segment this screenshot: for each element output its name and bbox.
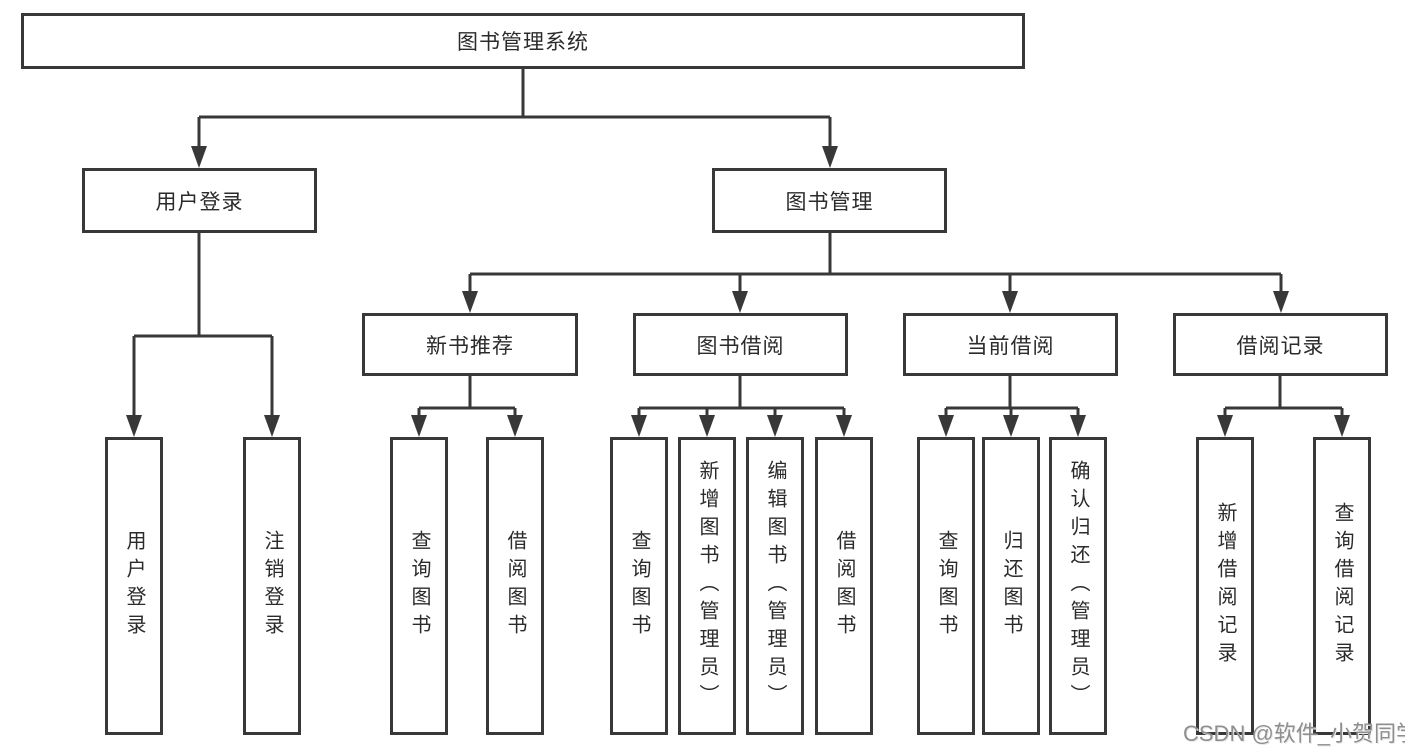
node-current-borrowing: 当前借阅 <box>903 313 1118 376</box>
node-label: 借阅记录 <box>1236 334 1325 358</box>
node-label: 图书借阅 <box>696 334 785 358</box>
connector-userlogin-to-leaves <box>126 233 280 437</box>
csdn-watermark: CSDN @软件_小贺同学 <box>1183 721 1405 746</box>
connector-records-to-leaves <box>1217 376 1350 437</box>
leaf-label: 编辑图书（管理员） <box>764 460 786 712</box>
leaf-borrowing-query-books: 查询图书 <box>610 437 668 735</box>
node-label: 新书推荐 <box>426 334 514 358</box>
node-new-book-recommend: 新书推荐 <box>362 313 578 376</box>
connector-borrowing-to-leaves <box>631 376 852 437</box>
leaf-user-login: 用户登录 <box>105 437 163 735</box>
node-root-library-system: 图书管理系统 <box>21 13 1025 69</box>
node-borrowing-records: 借阅记录 <box>1173 313 1388 376</box>
leaf-borrowing-borrow-books: 借阅图书 <box>815 437 873 735</box>
node-label: 图书管理 <box>785 190 874 214</box>
leaf-label: 查询图书 <box>408 530 430 642</box>
leaf-current-return-books: 归还图书 <box>982 437 1040 735</box>
node-book-management: 图书管理 <box>712 168 947 233</box>
node-book-borrowing: 图书借阅 <box>633 313 848 376</box>
leaf-label: 确认归还（管理员） <box>1067 460 1089 712</box>
leaf-label: 归还图书 <box>1000 530 1022 642</box>
leaf-newbook-borrow-books: 借阅图书 <box>486 437 544 735</box>
leaf-label: 查询图书 <box>628 530 650 642</box>
leaf-borrowing-add-books-admin: 新增图书（管理员） <box>678 437 736 735</box>
node-label: 当前借阅 <box>966 334 1055 358</box>
connector-current-to-leaves <box>938 376 1086 437</box>
leaf-label: 新增借阅记录 <box>1214 502 1236 670</box>
leaf-label: 用户登录 <box>123 530 145 642</box>
leaf-label: 查询借阅记录 <box>1331 502 1353 670</box>
leaf-borrowing-edit-books-admin: 编辑图书（管理员） <box>746 437 804 735</box>
leaf-records-query-record: 查询借阅记录 <box>1313 437 1371 735</box>
leaf-current-confirm-return-admin: 确认归还（管理员） <box>1049 437 1107 735</box>
leaf-logout: 注销登录 <box>243 437 301 735</box>
leaf-label: 借阅图书 <box>504 530 526 642</box>
connector-bookmgmt-to-level3 <box>462 233 1289 313</box>
leaf-label: 新增图书（管理员） <box>696 460 718 712</box>
node-label: 图书管理系统 <box>457 31 589 54</box>
leaf-label: 注销登录 <box>261 530 283 642</box>
leaf-newbook-query-books: 查询图书 <box>390 437 448 735</box>
leaf-current-query-books: 查询图书 <box>917 437 975 735</box>
connector-newbook-to-leaves <box>411 376 523 437</box>
node-user-login: 用户登录 <box>82 168 317 233</box>
leaf-records-add-record: 新增借阅记录 <box>1196 437 1254 735</box>
leaf-label: 借阅图书 <box>833 530 855 642</box>
leaf-label: 查询图书 <box>935 530 957 642</box>
connector-root-to-level2 <box>191 69 838 168</box>
node-label: 用户登录 <box>155 190 244 214</box>
